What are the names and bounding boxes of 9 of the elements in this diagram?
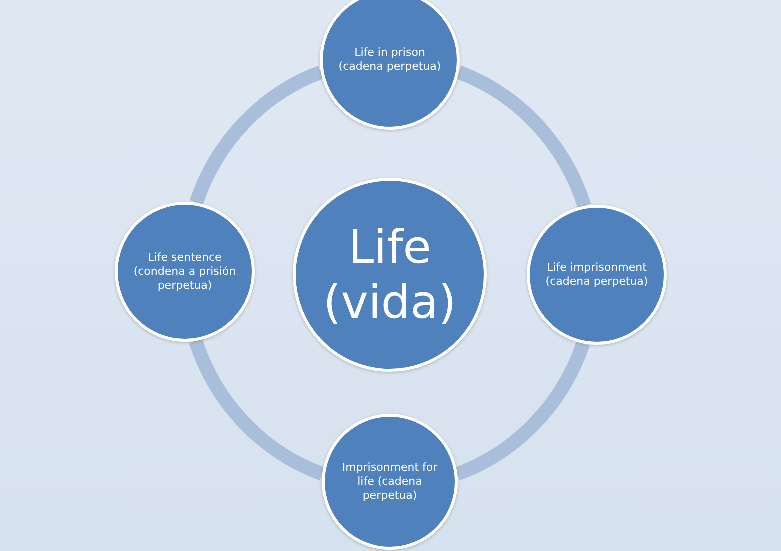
- circle-label: Life imprisonment (cadena perpetua): [544, 260, 650, 290]
- ring-arc: [189, 338, 326, 480]
- ring-arc: [456, 66, 592, 209]
- circle-label: Imprisonment for life (cadena perpetua): [341, 460, 439, 504]
- circle-label: Life in prison (cadena perpetua): [338, 46, 442, 74]
- ring-arc: [190, 66, 324, 206]
- circle-label: Life (vida): [322, 220, 458, 330]
- circle-label: Life sentence (condena a prisión perpetua): [132, 250, 238, 294]
- ring-arc: [454, 341, 590, 480]
